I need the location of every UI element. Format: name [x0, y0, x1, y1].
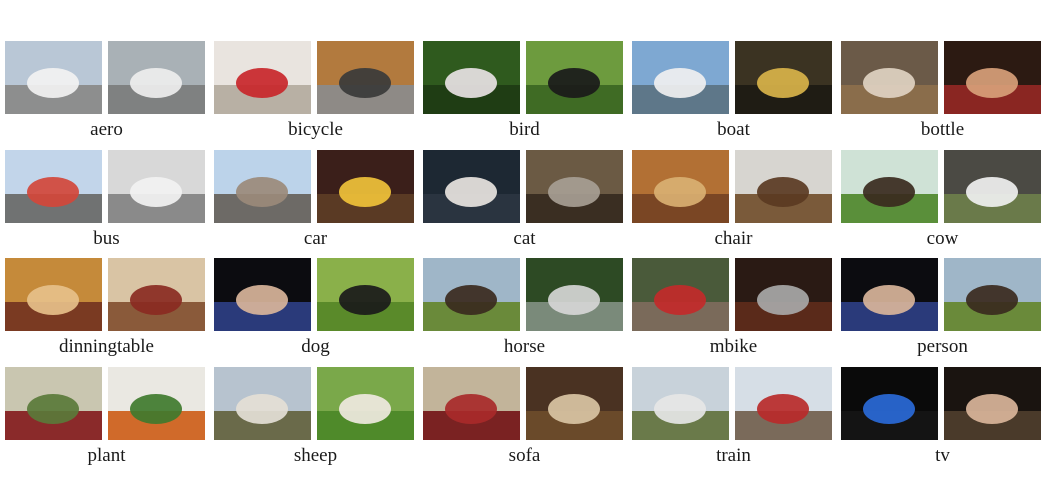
thumbnail-image-right: [526, 41, 623, 114]
thumbnail-image-right: [735, 150, 832, 223]
category-label: bicycle: [288, 119, 343, 140]
category-cell-cat: cat: [423, 150, 633, 259]
category-cell-plant: plant: [5, 367, 215, 476]
thumbnail-image-right: [735, 367, 832, 440]
category-label: boat: [717, 119, 750, 140]
thumbnail-image-right: [526, 150, 623, 223]
thumbnail-image-right: [944, 150, 1041, 223]
category-label: train: [716, 445, 751, 466]
category-cell-dinningtable: dinningtable: [5, 258, 215, 367]
thumbnail-image-right: [317, 367, 414, 440]
thumbnail-image-right: [944, 367, 1041, 440]
category-cell-bus: bus: [5, 150, 215, 259]
thumbnail-image-left: [423, 41, 520, 114]
category-cell-chair: chair: [632, 150, 842, 259]
thumbnail-image-left: [841, 41, 938, 114]
thumbnail-image-left: [632, 367, 729, 440]
thumbnail-image-left: [5, 258, 102, 331]
category-cell-bicycle: bicycle: [214, 41, 424, 150]
category-cell-cow: cow: [841, 150, 1050, 259]
thumbnail-image-right: [526, 258, 623, 331]
thumbnail-image-right: [317, 41, 414, 114]
category-cell-dog: dog: [214, 258, 424, 367]
category-cell-horse: horse: [423, 258, 633, 367]
category-cell-bird: bird: [423, 41, 633, 150]
category-cell-tv: tv: [841, 367, 1050, 476]
thumbnail-image-left: [423, 367, 520, 440]
category-cell-sheep: sheep: [214, 367, 424, 476]
thumbnail-image-left: [841, 150, 938, 223]
category-label: horse: [503, 336, 546, 357]
category-label: bird: [509, 119, 540, 140]
thumbnail-image-left: [214, 41, 311, 114]
category-cell-bottle: bottle: [841, 41, 1050, 150]
category-label: sheep: [293, 445, 338, 466]
category-cell-person: person: [841, 258, 1050, 367]
category-label: bottle: [920, 119, 965, 140]
category-label: tv: [935, 445, 950, 466]
category-label: cow: [926, 228, 959, 249]
category-label: mbike: [709, 336, 758, 357]
category-cell-mbike: mbike: [632, 258, 842, 367]
category-cell-train: train: [632, 367, 842, 476]
thumbnail-image-left: [632, 41, 729, 114]
category-label: dog: [301, 336, 330, 357]
thumbnail-image-right: [108, 258, 205, 331]
thumbnail-image-right: [108, 150, 205, 223]
thumbnail-image-left: [5, 41, 102, 114]
thumbnail-image-right: [108, 41, 205, 114]
thumbnail-image-right: [944, 258, 1041, 331]
category-label: sofa: [508, 445, 541, 466]
thumbnail-image-left: [841, 367, 938, 440]
thumbnail-image-right: [317, 150, 414, 223]
thumbnail-image-left: [841, 258, 938, 331]
thumbnail-image-left: [632, 150, 729, 223]
category-label: person: [917, 336, 968, 357]
thumbnail-image-right: [735, 258, 832, 331]
category-label: chair: [714, 228, 753, 249]
thumbnail-image-right: [526, 367, 623, 440]
category-label: dinningtable: [59, 336, 154, 357]
thumbnail-image-left: [214, 258, 311, 331]
thumbnail-image-left: [5, 150, 102, 223]
category-cell-car: car: [214, 150, 424, 259]
thumbnail-image-left: [214, 150, 311, 223]
category-label: bus: [93, 228, 120, 249]
category-label: car: [303, 228, 328, 249]
thumbnail-image-right: [944, 41, 1041, 114]
category-label: aero: [90, 119, 123, 140]
category-cell-sofa: sofa: [423, 367, 633, 476]
thumbnail-image-left: [632, 258, 729, 331]
category-cell-aero: aero: [5, 41, 215, 150]
thumbnail-image-left: [423, 258, 520, 331]
category-label: cat: [513, 228, 536, 249]
thumbnail-image-left: [5, 367, 102, 440]
thumbnail-image-left: [423, 150, 520, 223]
thumbnail-image-right: [108, 367, 205, 440]
thumbnail-image-left: [214, 367, 311, 440]
thumbnail-image-right: [317, 258, 414, 331]
category-cell-boat: boat: [632, 41, 842, 150]
category-label: plant: [87, 445, 126, 466]
thumbnail-image-right: [735, 41, 832, 114]
